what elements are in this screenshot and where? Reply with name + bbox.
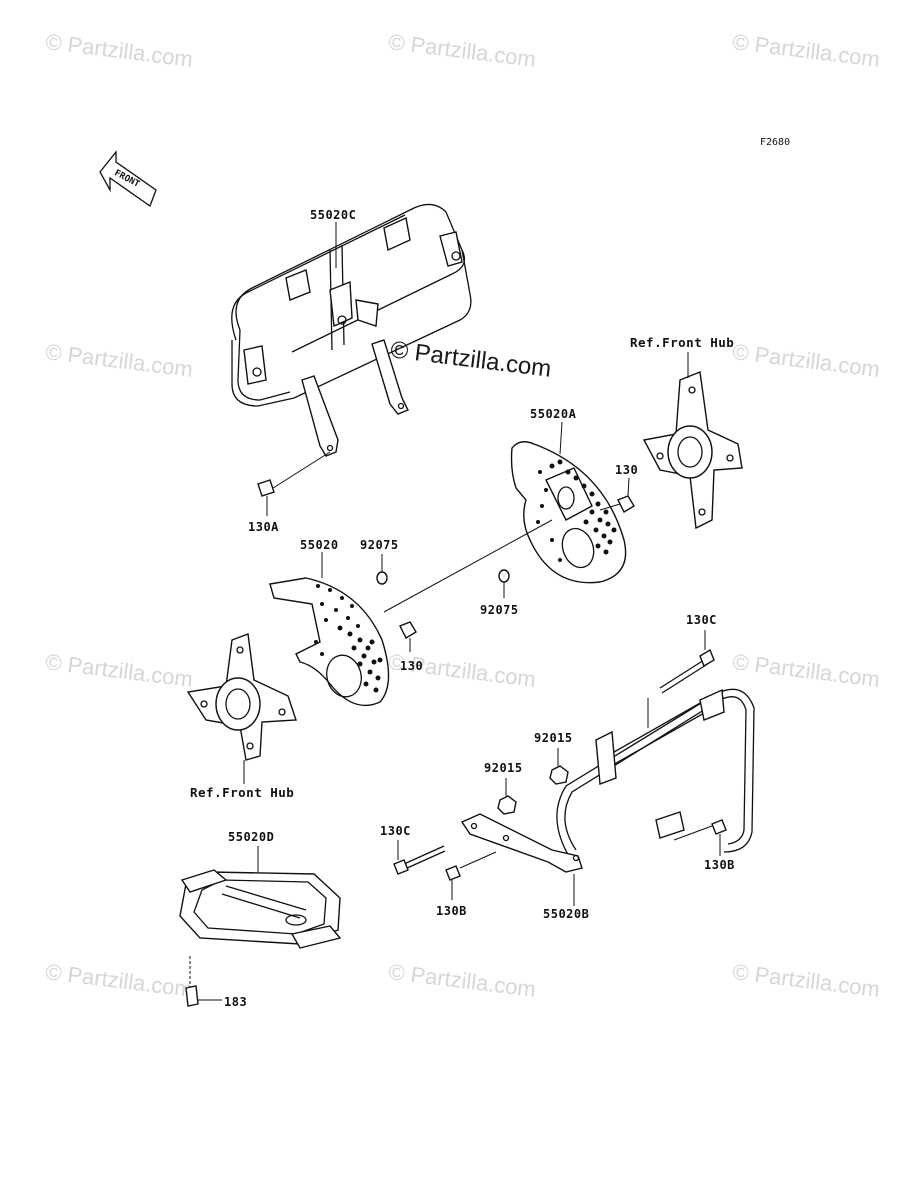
part-92015-right (549, 748, 569, 785)
label-130B-left: 130B (436, 904, 467, 918)
part-130A (257, 451, 331, 516)
label-55020D: 55020D (228, 830, 275, 844)
label-130C-left: 130C (380, 824, 411, 838)
ref-front-hub-bottom: Ref.Front Hub (190, 785, 295, 800)
part-55020A (510, 421, 627, 584)
front-arrow-icon: FRONT (99, 150, 157, 208)
label-55020A: 55020A (530, 407, 577, 421)
part-130B-left (445, 851, 497, 900)
part-55020C (231, 203, 472, 457)
label-92015-right: 92015 (534, 731, 573, 745)
part-55020 (269, 552, 390, 707)
part-92015-left (497, 778, 517, 815)
label-55020B: 55020B (543, 907, 590, 921)
label-130B-right: 130B (704, 858, 735, 872)
part-92075-left (376, 554, 388, 585)
part-front-hub-bottom (186, 633, 297, 784)
part-130-mid (399, 621, 417, 652)
part-55020B (460, 688, 755, 906)
label-92015-left: 92015 (484, 761, 523, 775)
part-front-hub-top (642, 352, 743, 530)
front-arrow-label: FRONT (112, 168, 141, 190)
label-130-top: 130 (615, 463, 639, 477)
label-130C-right: 130C (686, 613, 717, 627)
label-92075-left: 92075 (360, 538, 399, 552)
label-183: 183 (224, 995, 248, 1009)
label-55020C: 55020C (310, 208, 357, 222)
part-130C-right (647, 630, 715, 728)
part-130-top (599, 477, 635, 513)
ref-front-hub-top: Ref.Front Hub (630, 335, 735, 350)
label-130A: 130A (248, 520, 279, 534)
label-92075-right: 92075 (480, 603, 519, 617)
part-92075-right (498, 569, 510, 598)
part-130B-right (711, 819, 727, 856)
label-55020: 55020 (300, 538, 339, 552)
diagram-code: F2680 (760, 137, 791, 148)
label-130-mid: 130 (400, 659, 424, 673)
part-55020D (179, 846, 342, 1007)
part-130C-left (393, 840, 446, 875)
